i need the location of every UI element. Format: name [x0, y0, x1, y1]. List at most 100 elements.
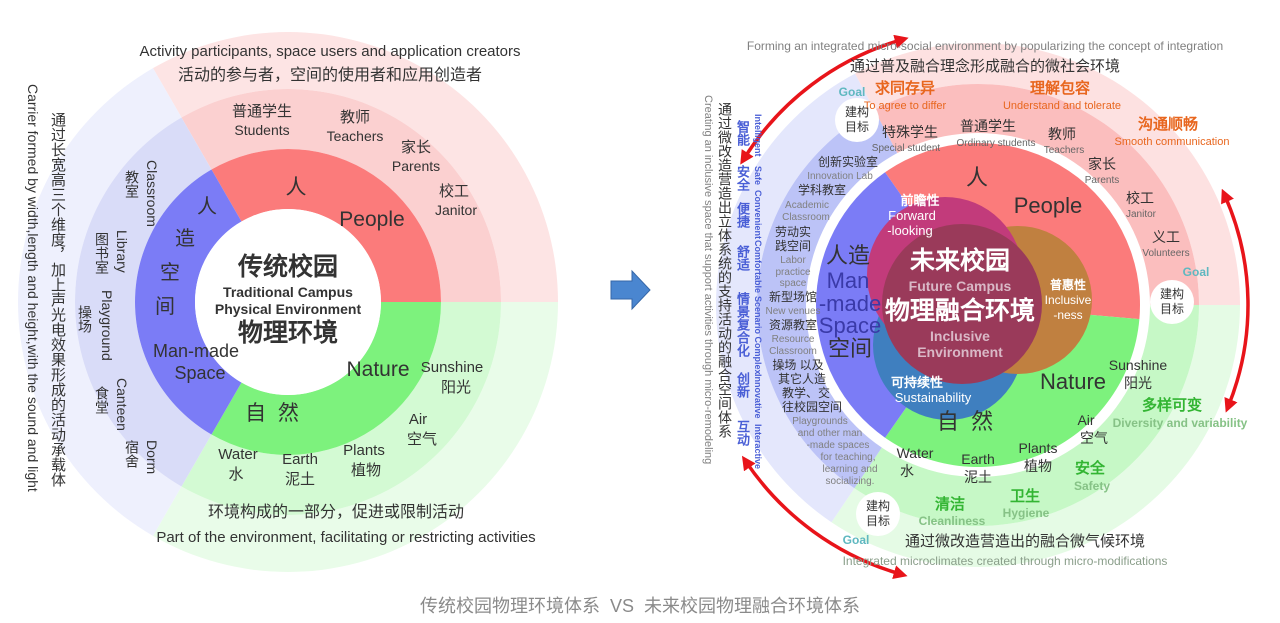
member-zh: 家长	[1088, 156, 1116, 172]
room-zh: 食堂	[94, 386, 110, 414]
manmade-quality-en: Interactive	[753, 424, 763, 470]
manmade-quality-zh: 互动	[735, 420, 750, 446]
nature-quality-en: Cleanliness	[918, 514, 986, 528]
goal-right-en: Goal	[1182, 265, 1210, 279]
center-title-en1: Traditional Campus	[223, 284, 353, 300]
goal-right-zh1: 建构	[1159, 287, 1185, 301]
space-item: 操场 以及	[772, 358, 824, 372]
goal-top-en: Goal	[838, 85, 866, 99]
inclusive-en1: Inclusive	[1044, 293, 1092, 307]
space-item: and other man	[797, 428, 863, 439]
manmade-label-en: Man-made	[152, 341, 240, 361]
forward-en1: Forward	[888, 208, 936, 223]
goal-bottom-zh1: 建构	[865, 499, 891, 513]
member-en: Janitor	[434, 202, 478, 218]
nature-middle-ring	[181, 302, 501, 515]
cycle-arrow-bottom-left	[741, 455, 908, 579]
sustain-zh: 可持续性	[890, 375, 944, 390]
member-en: Janitor	[1125, 209, 1157, 220]
manmade-quality-en: Scenario Complex	[753, 296, 763, 375]
member-en: Parents	[391, 158, 441, 174]
nature-outer-zh: 环境构成的一部分，促进或限制活动	[207, 504, 465, 521]
people-outer-en: Activity participants, space users and a…	[139, 43, 521, 60]
future-campus-diagram	[716, 34, 1250, 579]
space-item: 劳动实	[774, 225, 812, 239]
goal-bottom-en: Goal	[842, 533, 870, 547]
manmade-quality-zh: 便捷	[735, 202, 750, 228]
member-zh: 教师	[339, 109, 371, 126]
manmade-middle-ring	[757, 109, 901, 489]
member-zh: 校工	[1126, 190, 1154, 206]
element-en: Plants	[343, 442, 385, 459]
goal-bottom-zh2: 目标	[865, 514, 891, 528]
people-quality-en: Smooth communication	[1114, 136, 1230, 148]
element-zh: 植物	[1024, 458, 1052, 474]
people-middle-ring	[181, 89, 502, 302]
element-en: Plants	[1018, 440, 1058, 456]
manmade-quality-en: Innovative	[753, 374, 763, 419]
people-label-en: People	[339, 208, 405, 231]
space-item: 学科教室	[797, 183, 847, 197]
arrow-right-icon	[610, 269, 651, 311]
space-item: 新型场馆	[768, 290, 818, 304]
manmade-quality-en: Comfortable	[753, 240, 763, 294]
member-en: Parents	[1084, 175, 1120, 186]
nature-quality-zh: 清洁	[934, 496, 966, 513]
nature-outer-zh: 通过微改造营造出的融合微气候环境	[904, 533, 1146, 550]
element-zh: 水	[228, 466, 244, 483]
element-zh: 空气	[406, 431, 438, 448]
cycle-arrow-top-left	[740, 34, 909, 165]
nature-quality-en: Safety	[1073, 479, 1111, 493]
manmade-label-en3: Space	[818, 313, 882, 338]
people-quality-zh: 求同存异	[874, 80, 936, 97]
member-zh: 义工	[1152, 229, 1180, 245]
core-circle	[882, 224, 1042, 384]
room-en: Canteen	[114, 378, 130, 431]
element-zh: 阳光	[440, 379, 472, 396]
nature-quality-zh: 安全	[1074, 460, 1106, 477]
element-zh: 阳光	[1124, 375, 1152, 391]
people-label-zh: 人	[285, 176, 307, 199]
element-en: Air	[1077, 412, 1095, 428]
room-en: Dorm	[144, 440, 160, 475]
nature-quality-en: Diversity and variability	[1112, 416, 1248, 430]
room-zh: 操场	[77, 305, 93, 333]
member-zh: 普通学生	[231, 103, 293, 120]
space-item: for teaching,	[820, 452, 876, 463]
manmade-label-zh: 人	[197, 196, 217, 218]
member-zh: 特殊学生	[882, 124, 938, 140]
space-item: Classroom	[782, 212, 830, 223]
space-item: 其它人造	[777, 372, 827, 386]
goal-right-zh2: 目标	[1159, 302, 1185, 316]
manmade-sector	[135, 169, 242, 435]
space-item: 教学、交	[781, 386, 831, 400]
nature-outer-ring	[153, 302, 558, 572]
people-sector	[211, 149, 441, 302]
element-en: Air	[408, 411, 428, 428]
manmade-outer-ring	[18, 68, 182, 536]
member-zh: 教师	[1048, 126, 1076, 142]
space-item: Academic	[785, 200, 829, 211]
center-title-zh: 传统校园	[237, 253, 339, 281]
room-en: Library	[114, 230, 130, 273]
room-zh: 教室	[124, 170, 140, 198]
caption: 传统校园物理环境体系 VS 未来校园物理融合环境体系	[419, 596, 861, 616]
element-en: Water	[896, 445, 934, 461]
nature-outer-ring	[831, 305, 1240, 567]
space-item: 创新实验室	[817, 155, 879, 169]
member-en: Teachers	[1043, 145, 1085, 156]
people-outer-en: Forming an integrated micro-social envir…	[746, 39, 1224, 53]
space-item: Labor	[780, 255, 806, 266]
manmade-middle-ring	[75, 117, 212, 487]
core-subtitle-en1: Inclusive	[930, 328, 990, 344]
people-outer-ring	[153, 32, 558, 302]
member-en: Teachers	[326, 128, 384, 144]
manmade-label-en2: Space	[174, 363, 226, 383]
nature-sector	[211, 302, 441, 456]
core-subtitle-en2: Environment	[917, 344, 1003, 360]
people-outer-ring	[854, 43, 1240, 305]
manmade-quality-zh: 安全	[735, 165, 750, 191]
manmade-quality-zh: 创新	[735, 372, 750, 398]
element-zh: 泥土	[284, 471, 316, 488]
